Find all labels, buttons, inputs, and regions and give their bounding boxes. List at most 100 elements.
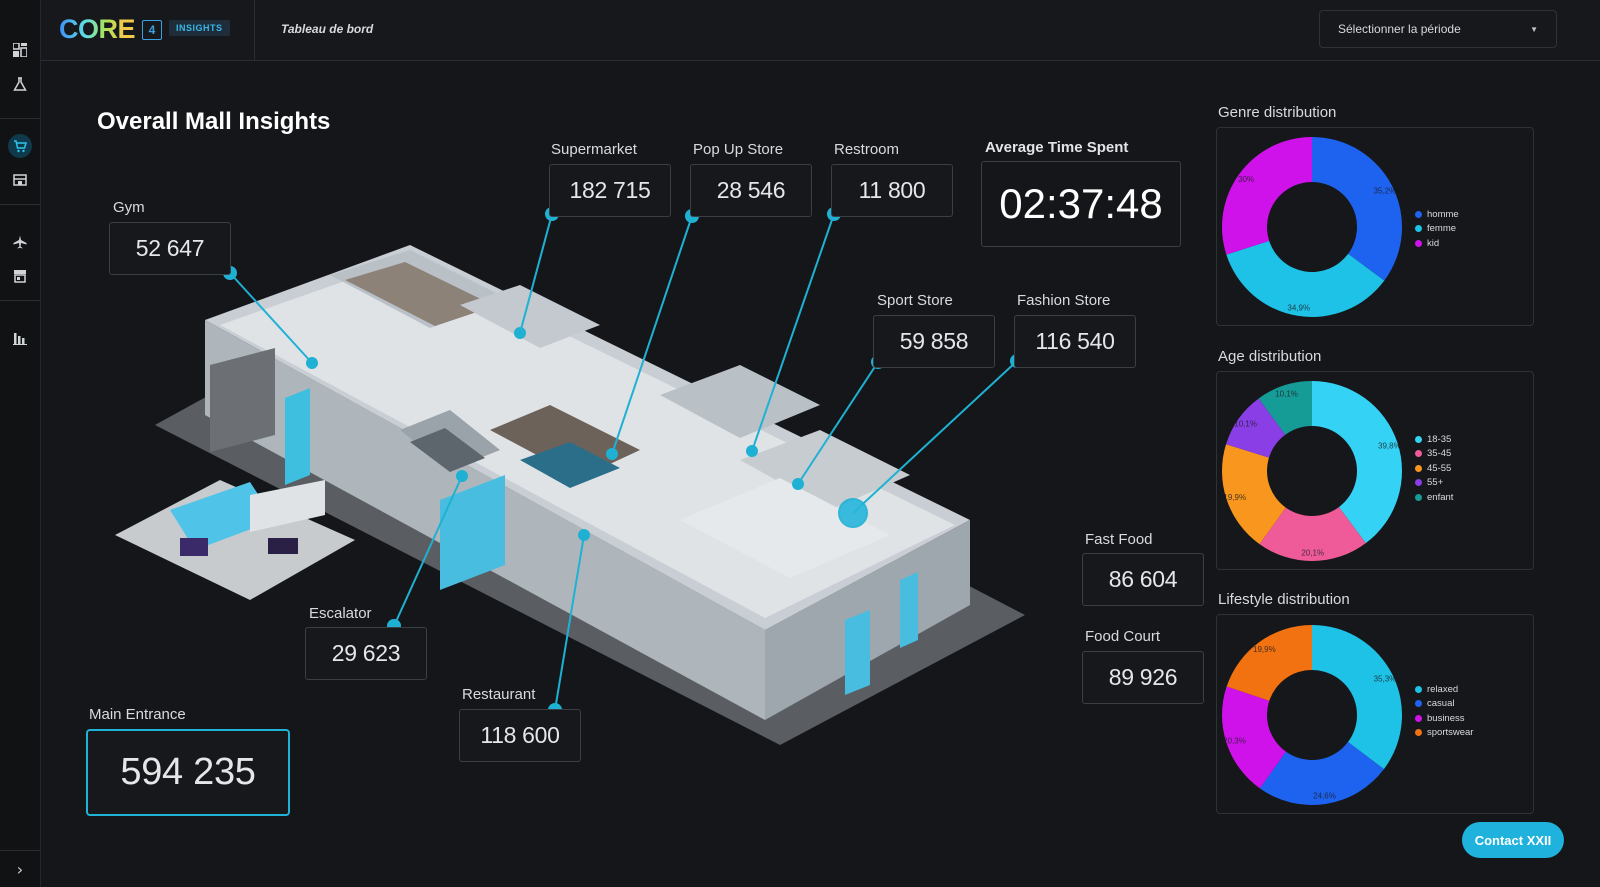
sidebar-divider [0,300,40,301]
zone-value-restroom[interactable]: 11 800 [831,164,953,217]
legend-swatch [1415,729,1422,737]
legend-label: sportswear [1427,727,1474,739]
donut-slice-business[interactable] [1222,686,1286,789]
zone-value-entrance[interactable]: 594 235 [86,729,290,816]
zone-value-escalator[interactable]: 29 623 [305,627,427,680]
legend-swatch [1415,450,1422,458]
donut-slice-kid[interactable] [1222,137,1312,255]
mall-3d-illustration [115,245,1025,745]
donut-label-relaxed: 35,3% [1374,675,1397,684]
legend-item-casual[interactable]: casual [1415,697,1473,712]
donut-slice-18-35[interactable] [1312,381,1402,544]
shop-icon[interactable] [8,264,32,288]
donut-label-45-55: 19,9% [1223,493,1246,502]
legend-label: 35-45 [1427,448,1452,460]
donut-slice-35-45[interactable] [1259,507,1366,561]
lifestyle-donut: 35,3%24,6%20,3%19,9% [1222,625,1402,805]
donut-slice-homme[interactable] [1312,137,1402,281]
zone-label-restroom: Restroom [834,141,900,158]
zone-value-popup[interactable]: 28 546 [690,164,812,217]
legend-label: business [1427,712,1465,724]
donut-slice-sportswear[interactable] [1226,625,1312,701]
chevron-down-icon: ▼ [1530,24,1538,34]
sidebar-divider [0,118,40,119]
zone-label-foodcourt: Food Court [1085,628,1161,645]
legend-item-homme[interactable]: homme [1415,207,1459,222]
genre-donut: 35,2%34,9%30% [1222,137,1402,317]
legend-item-18-35[interactable]: 18-35 [1415,432,1453,447]
legend-item-kid[interactable]: kid [1415,236,1459,251]
donut-slice-femme[interactable] [1226,240,1385,317]
zone-label-fastfood: Fast Food [1085,531,1153,548]
donut-slice-enfant[interactable] [1258,381,1312,435]
donut-label-homme: 35,2% [1373,186,1396,195]
donut-slice-casual[interactable] [1259,742,1384,805]
sidebar: › [0,0,41,887]
zone-value-gym[interactable]: 52 647 [109,222,231,275]
legend-item-45-55[interactable]: 45-55 [1415,461,1453,476]
zone-label-gym: Gym [113,199,145,216]
zone-label-restaurant: Restaurant [462,686,536,703]
donut-label-55+: 10,1% [1234,420,1257,429]
zone-label-escalator: Escalator [309,605,372,622]
period-select-value: Sélectionner la période [1338,22,1461,36]
period-select[interactable]: Sélectionner la période ▼ [1319,10,1557,48]
legend-label: kid [1427,237,1440,249]
legend-item-35-45[interactable]: 35-45 [1415,447,1453,462]
zone-value-sport[interactable]: 59 858 [873,315,995,368]
zone-value-restaurant[interactable]: 118 600 [459,709,581,762]
zone-label-entrance: Main Entrance [89,706,186,723]
legend-item-femme[interactable]: femme [1415,222,1459,237]
legend-label: relaxed [1427,683,1459,695]
zone-label-sport: Sport Store [877,292,953,309]
age-legend: 18-35 35-45 45-55 55+ enfant [1415,432,1453,505]
legend-label: 55+ [1427,477,1444,489]
legend-label: enfant [1427,491,1454,503]
dashboard-icon[interactable] [8,38,32,62]
legend-label: 18-35 [1427,433,1452,445]
logo-number: 4 [142,20,162,40]
legend-label: 45-55 [1427,462,1452,474]
logo: CORE [59,14,136,44]
bar-chart-icon[interactable] [8,326,32,350]
chevron-right-icon[interactable]: › [0,850,40,887]
legend-label: casual [1427,698,1455,710]
zone-label-fashion: Fashion Store [1017,292,1111,309]
legend-item-55+[interactable]: 55+ [1415,476,1453,491]
legend-swatch [1415,700,1422,708]
donut-slice-relaxed[interactable] [1312,625,1402,770]
legend-swatch [1415,225,1422,233]
donut-slice-45-55[interactable] [1222,444,1286,545]
legend-item-sportswear[interactable]: sportswear [1415,726,1473,741]
legend-swatch [1415,464,1422,472]
legend-item-business[interactable]: business [1415,711,1473,726]
zone-value-foodcourt[interactable]: 89 926 [1082,651,1204,704]
sidebar-divider [0,204,40,205]
plane-icon[interactable] [8,230,32,254]
flask-icon[interactable] [8,72,32,96]
zone-value-fashion[interactable]: 116 540 [1014,315,1136,368]
cart-icon[interactable] [8,134,32,158]
donut-label-enfant: 10,1% [1275,390,1298,399]
legend-item-enfant[interactable]: enfant [1415,490,1453,505]
legend-label: homme [1427,208,1459,220]
contact-button[interactable]: Contact XXII [1462,822,1564,858]
page-title: Overall Mall Insights [97,108,331,135]
top-divider [254,0,255,60]
zone-value-fastfood[interactable]: 86 604 [1082,553,1204,606]
legend-swatch [1415,685,1422,693]
donut-label-sportswear: 19,9% [1253,645,1276,654]
legend-item-relaxed[interactable]: relaxed [1415,682,1473,697]
donut-label-casual: 24,6% [1313,792,1336,801]
donut-label-35-45: 20,1% [1301,548,1324,557]
store-icon[interactable] [8,168,32,192]
legend-swatch [1415,479,1422,487]
donut-slice-55+[interactable] [1226,398,1286,458]
legend-swatch [1415,210,1422,218]
lifestyle-legend: relaxed casual business sportswear [1415,682,1473,740]
legend-swatch [1415,239,1422,247]
zone-value-supermarket[interactable]: 182 715 [549,164,671,217]
